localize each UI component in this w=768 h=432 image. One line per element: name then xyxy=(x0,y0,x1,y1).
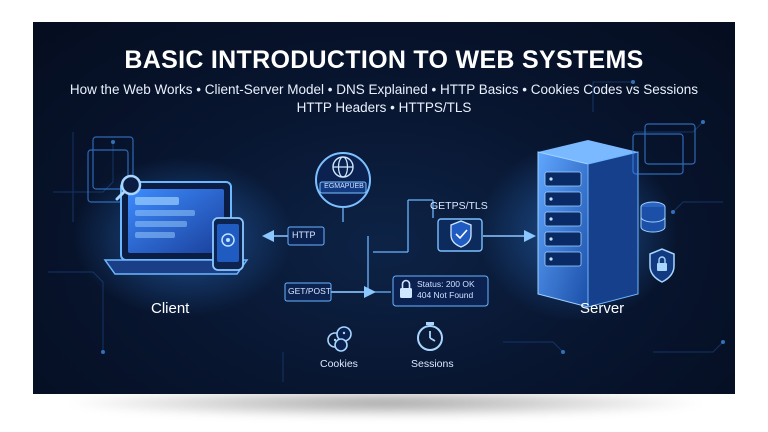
database-icon xyxy=(640,201,666,233)
status-box xyxy=(392,275,489,307)
clock-icon xyxy=(417,322,443,351)
laptop-icon xyxy=(103,181,249,275)
search-icon xyxy=(115,174,142,201)
sessions-label: Sessions xyxy=(411,358,454,370)
http-label: HTTP xyxy=(292,230,316,240)
server-label: Server xyxy=(580,300,625,317)
status-line-1: Status: 200 OK xyxy=(417,279,475,289)
http-box xyxy=(287,226,325,246)
diagram-card: BASIC INTRODUCTION TO WEB SYSTEMS How th… xyxy=(33,22,735,394)
cookie-icon xyxy=(327,326,352,352)
get-post-label: GET/POST xyxy=(288,286,331,296)
diagram-canvas xyxy=(48,80,725,382)
globe-icon xyxy=(315,152,371,208)
client-label: Client xyxy=(151,300,190,317)
shield-icon xyxy=(437,218,483,252)
subtitle-line-2: HTTP Headers • HTTPS/TLS xyxy=(296,100,472,115)
get-post-box xyxy=(284,282,332,302)
https-tls-label: GETPS/TLS xyxy=(430,200,488,212)
dns-badge-label: EGMAPUEB xyxy=(324,183,364,190)
server-shield-icon xyxy=(649,248,675,283)
page-title: BASIC INTRODUCTION TO WEB SYSTEMS xyxy=(124,46,644,74)
status-line-2: 404 Not Found xyxy=(417,290,474,300)
phone-icon xyxy=(212,217,244,271)
cookies-label: Cookies xyxy=(320,358,358,370)
lock-icon xyxy=(400,279,412,298)
server-icon xyxy=(537,140,639,308)
subtitle-line-1: How the Web Works • Client-Server Model … xyxy=(69,82,699,97)
